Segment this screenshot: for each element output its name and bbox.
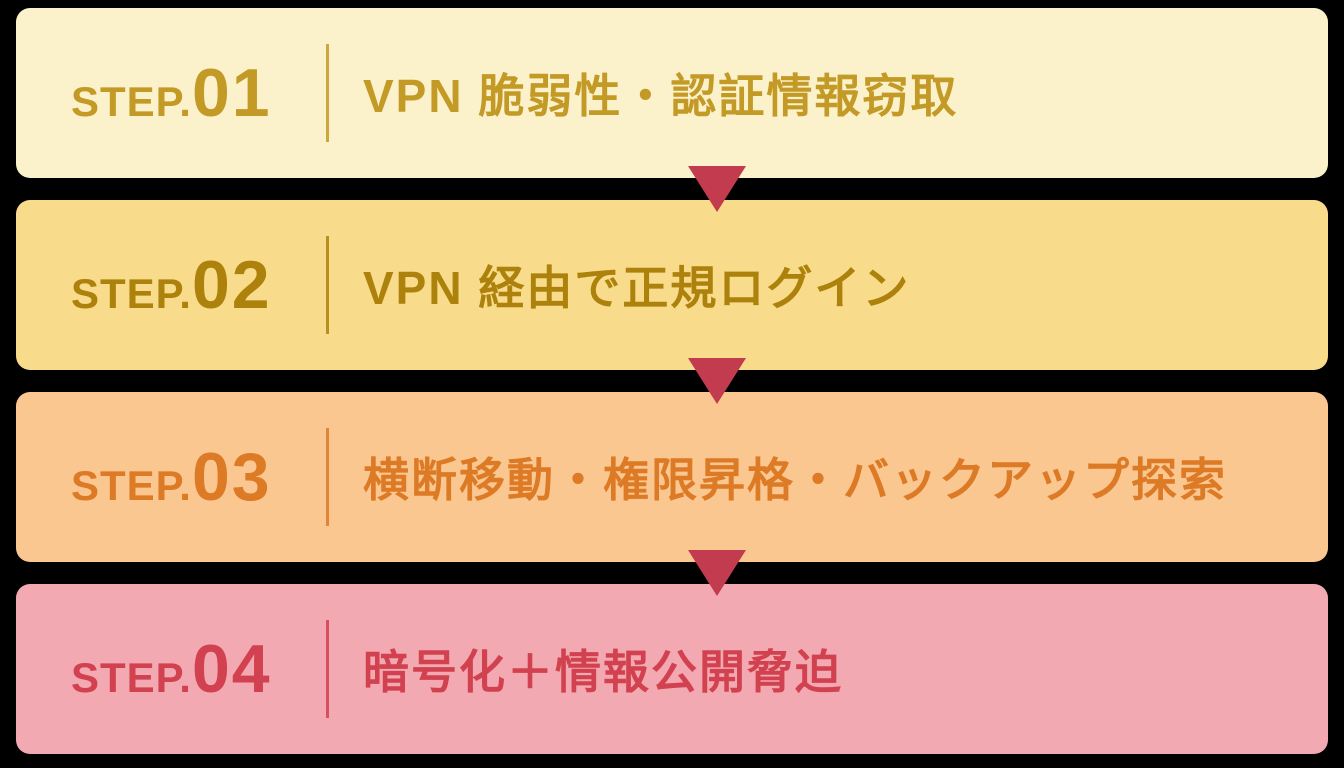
step-divider-line bbox=[326, 620, 329, 718]
step-title: 横断移動・権限昇格・バックアップ探索 bbox=[363, 454, 1227, 506]
step-number: 01 bbox=[191, 55, 272, 131]
step-divider-line bbox=[326, 428, 329, 526]
arrow-down-icon bbox=[688, 550, 746, 596]
step-prefix: STEP. bbox=[71, 78, 192, 125]
arrow-down-icon bbox=[688, 358, 746, 404]
step-row-3: STEP.03 横断移動・権限昇格・バックアップ探索 bbox=[16, 392, 1328, 562]
step-divider-line bbox=[326, 236, 329, 334]
step-label: STEP.03 bbox=[71, 438, 326, 516]
step-title: 暗号化＋情報公開脅迫 bbox=[363, 646, 843, 698]
step-row-4: STEP.04 暗号化＋情報公開脅迫 bbox=[16, 584, 1328, 754]
step-number: 02 bbox=[191, 247, 272, 323]
step-prefix: STEP. bbox=[71, 462, 192, 509]
step-row-1: STEP.01 VPN 脆弱性・認証情報窃取 bbox=[16, 8, 1328, 178]
arrow-down-icon bbox=[688, 166, 746, 212]
step-row-2: STEP.02 VPN 経由で正規ログイン bbox=[16, 200, 1328, 370]
step-title: VPN 経由で正規ログイン bbox=[363, 262, 911, 314]
step-title: VPN 脆弱性・認証情報窃取 bbox=[363, 70, 959, 122]
step-label: STEP.02 bbox=[71, 246, 326, 324]
step-prefix: STEP. bbox=[71, 654, 192, 701]
step-prefix: STEP. bbox=[71, 270, 192, 317]
step-label: STEP.04 bbox=[71, 630, 326, 708]
step-label: STEP.01 bbox=[71, 54, 326, 132]
step-divider-line bbox=[326, 44, 329, 142]
step-number: 04 bbox=[191, 631, 272, 707]
step-number: 03 bbox=[191, 439, 272, 515]
